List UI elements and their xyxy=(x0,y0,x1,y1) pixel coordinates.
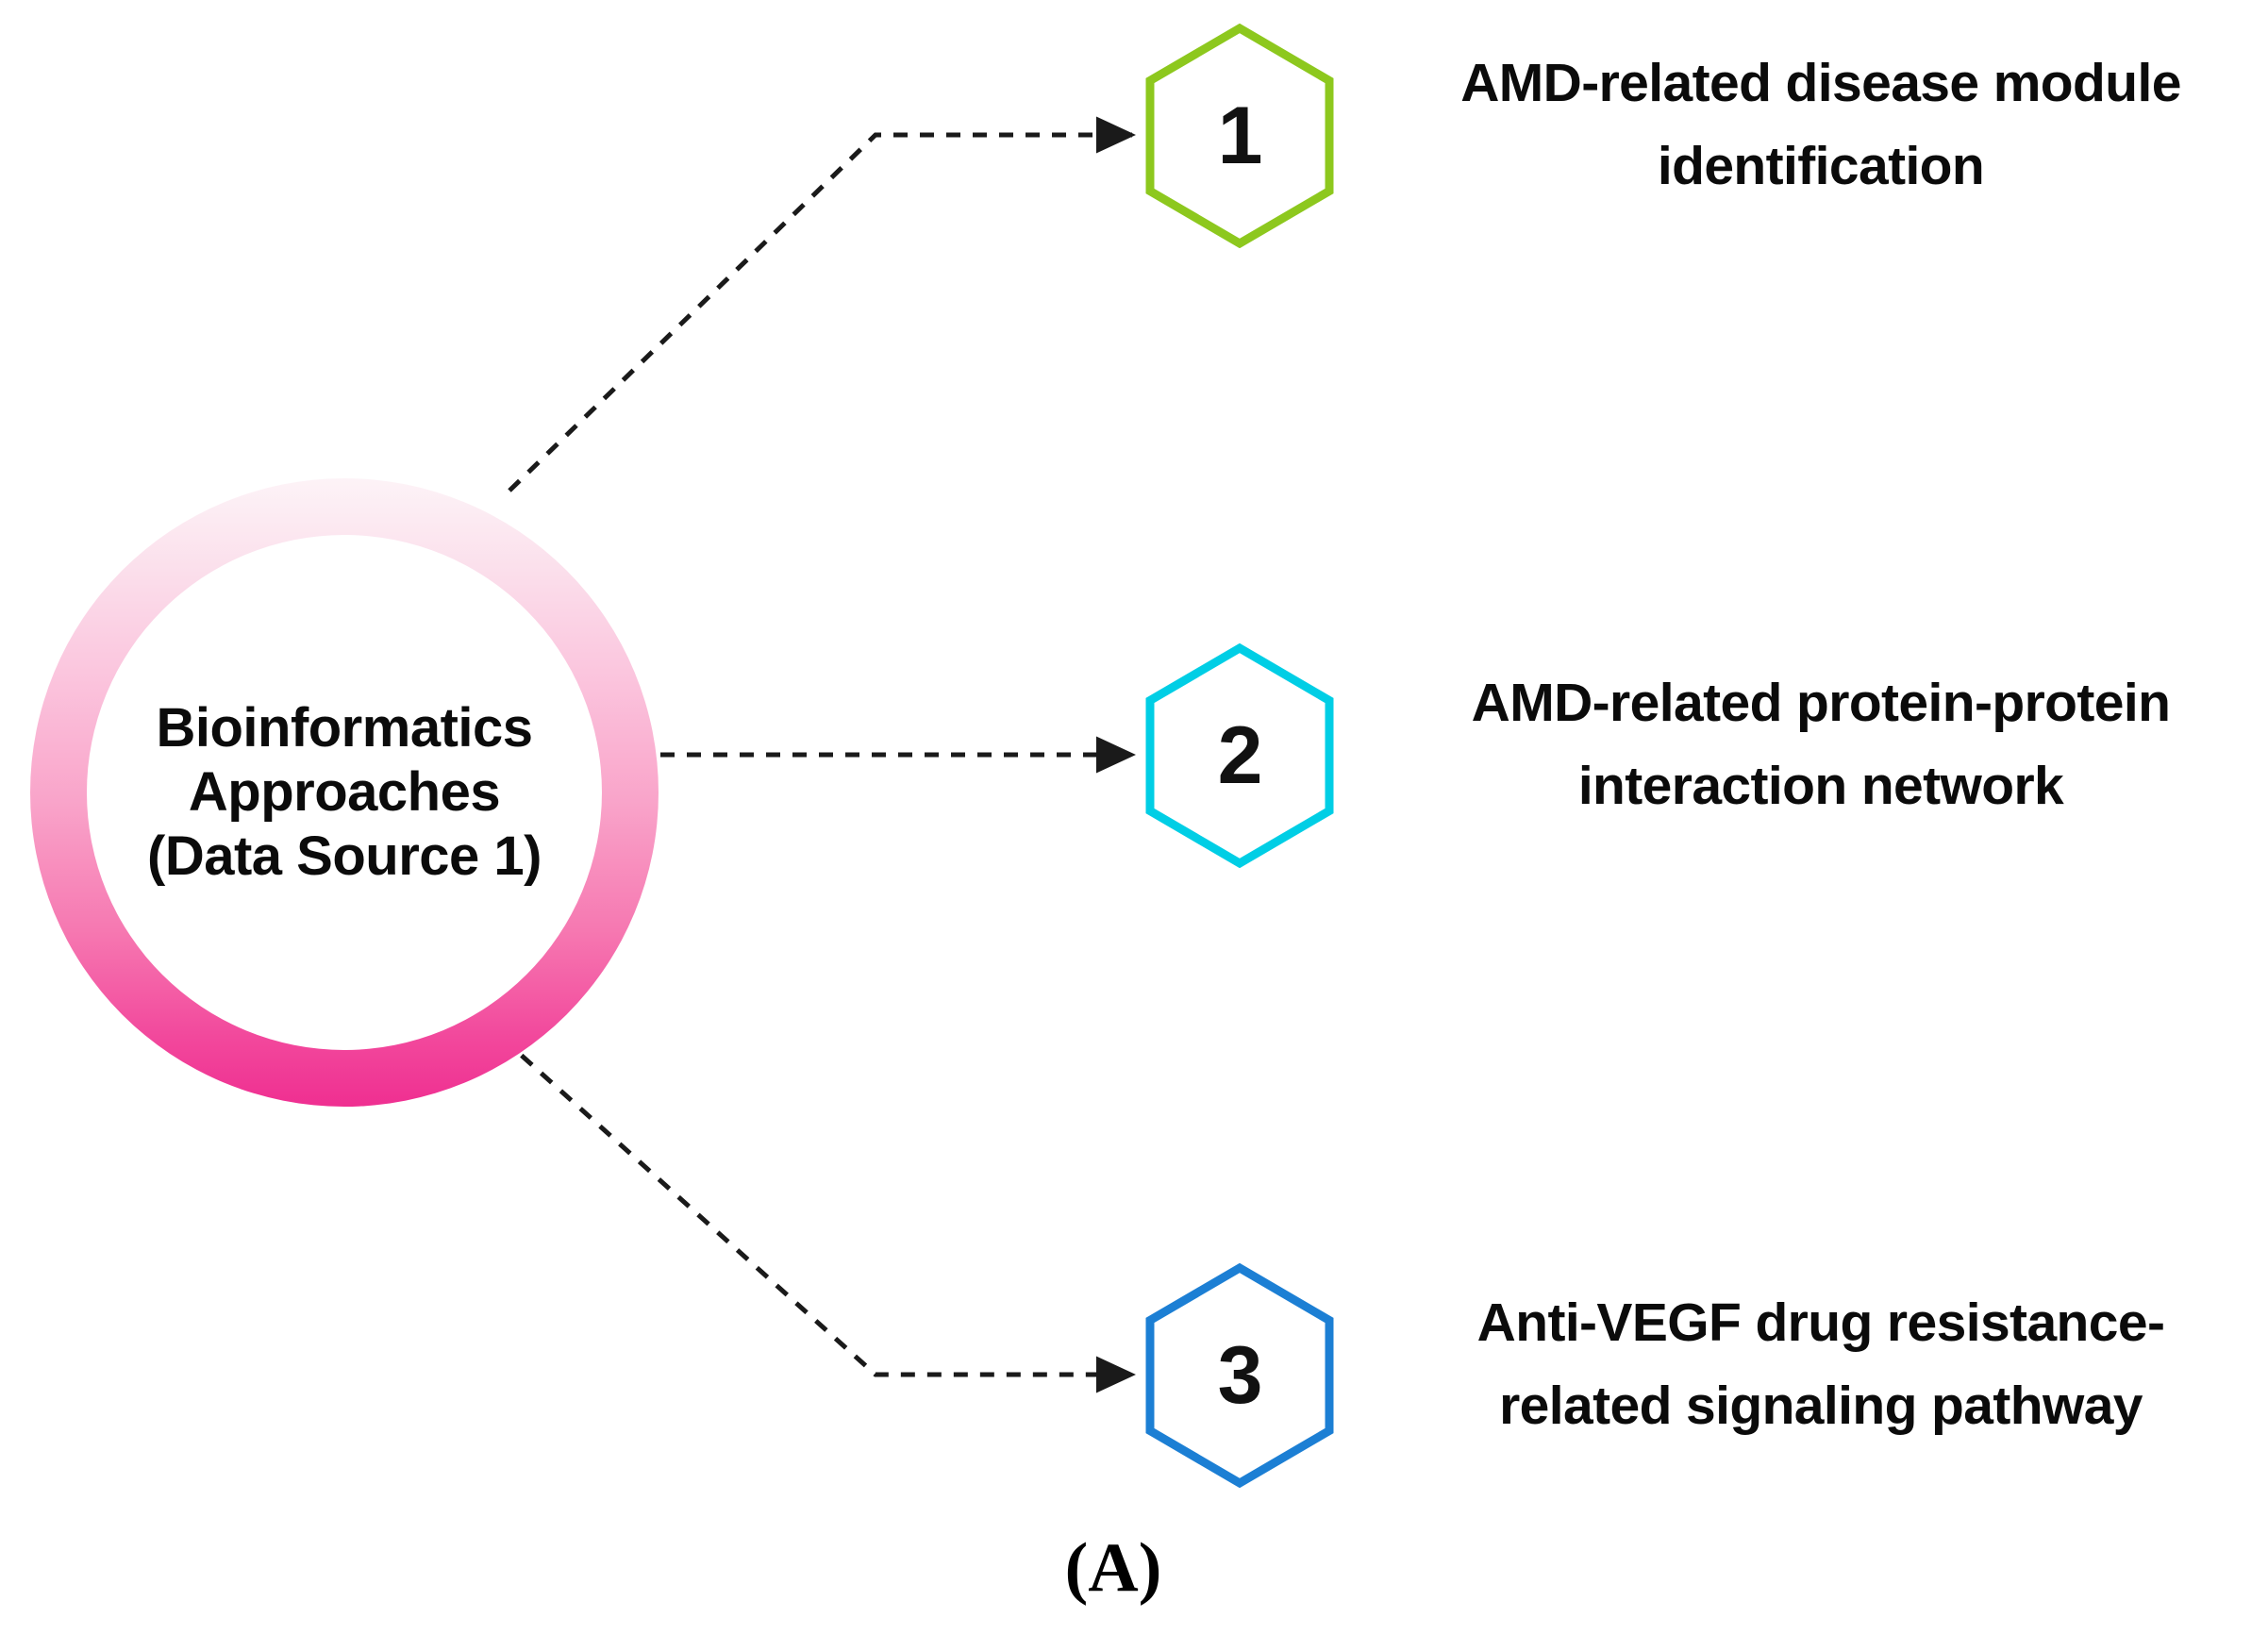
hexagon-node-2[interactable]: 2 xyxy=(1142,643,1337,868)
hub-circle-inner: Bioinformatics Approaches (Data Source 1… xyxy=(87,535,602,1050)
step-label-1: AMD-related disease module identificatio… xyxy=(1387,42,2255,208)
step-label-1-line-1: AMD-related disease module xyxy=(1460,53,2181,113)
hub-circle-node[interactable]: Bioinformatics Approaches (Data Source 1… xyxy=(30,478,659,1107)
hexagon-2-number: 2 xyxy=(1217,709,1263,801)
hub-label-line-1: Bioinformatics xyxy=(156,697,533,759)
step-label-3-line-2: related signaling pathway xyxy=(1499,1376,2143,1437)
step-label-1-line-2: identification xyxy=(1657,136,1985,197)
hexagon-1-icon xyxy=(1145,24,1334,248)
step-label-3-line-1: Anti-VEGF drug resistance- xyxy=(1476,1292,2165,1353)
hexagon-3-number: 3 xyxy=(1217,1329,1263,1421)
step-label-2: AMD-related protein-protein interaction … xyxy=(1387,661,2255,828)
hexagon-node-1[interactable]: 1 xyxy=(1142,24,1337,248)
hexagon-3-icon xyxy=(1145,1263,1334,1488)
step-label-2-line-2: interaction network xyxy=(1577,756,2064,817)
step-label-2-line-1: AMD-related protein-protein xyxy=(1471,673,2171,733)
connector-to-step-3 xyxy=(500,1036,1137,1393)
panel-caption: (A) xyxy=(0,1528,2268,1609)
step-label-3: Anti-VEGF drug resistance- related signa… xyxy=(1387,1281,2255,1448)
hexagon-2-icon xyxy=(1145,643,1334,868)
hub-label-line-3: (Data Source 1) xyxy=(147,825,542,887)
hub-label-line-2: Approaches xyxy=(188,761,501,824)
hexagon-node-3[interactable]: 3 xyxy=(1142,1263,1337,1488)
hexagon-1-number: 1 xyxy=(1217,90,1263,181)
hub-label: Bioinformatics Approaches (Data Source 1… xyxy=(123,696,566,889)
panel-caption-text: (A) xyxy=(1064,1529,1162,1607)
connector-to-step-1 xyxy=(508,116,1137,492)
